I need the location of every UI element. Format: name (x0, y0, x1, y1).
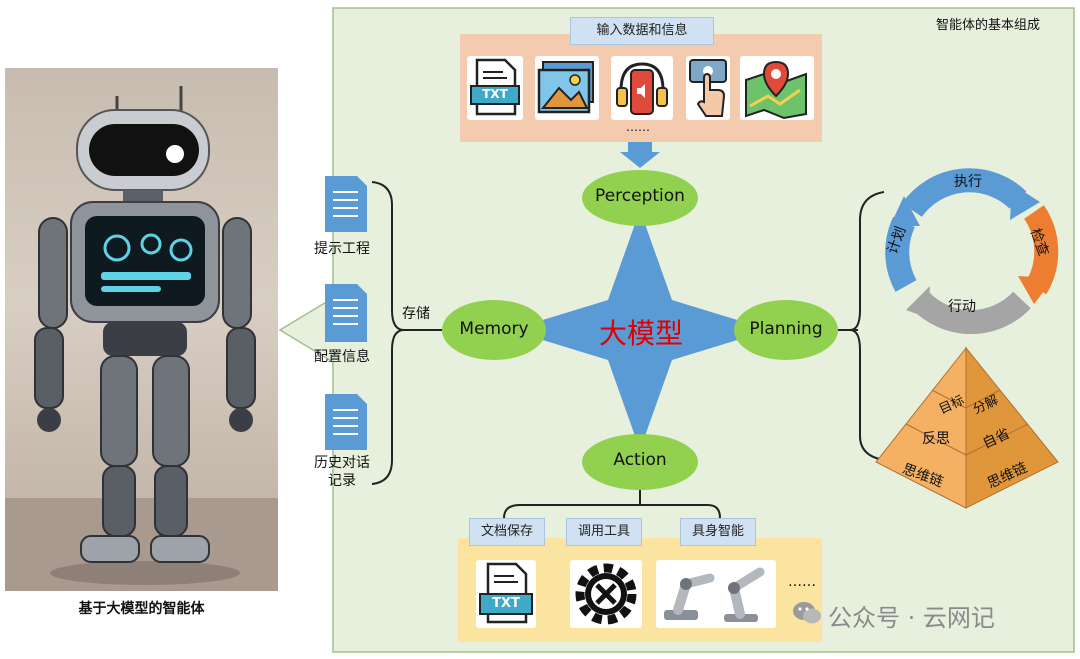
touch-screen-icon (686, 56, 730, 120)
action-ellipsis: …… (788, 574, 816, 590)
map-pin-icon (740, 56, 814, 120)
core-star (510, 210, 770, 450)
memory-label: Memory (459, 319, 529, 339)
txt-save-icon: TXT (476, 560, 536, 628)
planning-label: Planning (749, 319, 823, 339)
memory-item-2: 配置信息 (314, 349, 370, 365)
tools-gear-icon (570, 560, 642, 628)
cycle-execute: 执行 (954, 174, 982, 190)
pyramid-mid-left: 反思 (922, 431, 950, 447)
memory-node (442, 300, 546, 360)
action-tag-tools: 调用工具 (566, 518, 642, 546)
input-ellipsis: …… (626, 120, 650, 134)
input-arrow-icon (620, 142, 660, 168)
robot-caption: 基于大模型的智能体 (78, 601, 205, 617)
perception-label: Perception (595, 186, 685, 206)
doc-icon-1 (325, 176, 367, 232)
action-node (582, 434, 698, 490)
perception-node (582, 170, 698, 226)
action-txt-label: TXT (492, 596, 520, 611)
store-label: 存储 (402, 306, 430, 322)
planning-node (734, 300, 838, 360)
action-tag-save: 文档保存 (469, 518, 545, 546)
action-tag-embodied: 具身智能 (680, 518, 756, 546)
robot-image (5, 68, 278, 591)
thinking-pyramid (875, 346, 1059, 509)
planning-cycle (885, 168, 1059, 334)
wechat-icon (792, 600, 822, 626)
memory-item-3: 历史对话 记录 (314, 455, 370, 489)
core-label: 大模型 (598, 317, 683, 350)
txt-label: TXT (482, 87, 508, 101)
doc-icon-2 (325, 284, 367, 342)
doc-icon-3 (325, 394, 367, 450)
input-tag: 输入数据和信息 (570, 17, 714, 45)
robot-arm-icon (656, 560, 776, 628)
audio-phone-icon (611, 56, 673, 120)
action-label: Action (613, 450, 667, 470)
planning-brace (849, 191, 885, 461)
txt-file-icon: TXT (467, 56, 523, 120)
watermark-text: 公众号 · 云网记 (828, 604, 995, 632)
picture-icon (535, 56, 599, 120)
robot-illustration (5, 86, 278, 591)
memory-item-1: 提示工程 (314, 241, 370, 257)
cycle-act: 行动 (948, 299, 976, 315)
action-tree (503, 504, 721, 519)
panel-title: 智能体的基本组成 (936, 18, 1041, 33)
